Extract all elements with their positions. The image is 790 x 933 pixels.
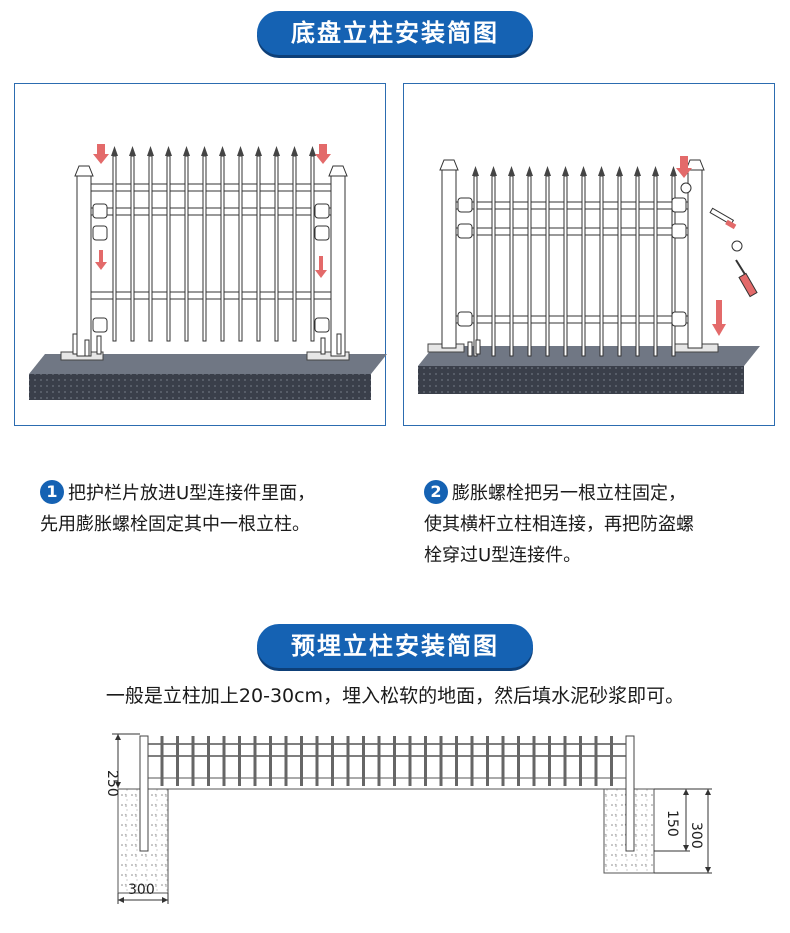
- section-title-embedded-install: 预埋立柱安装简图: [257, 624, 533, 668]
- section-title-base-install: 底盘立柱安装简图: [257, 11, 533, 55]
- foundation-depth-label: 300: [688, 822, 704, 849]
- step1-line2: 先用膨胀螺栓固定其中一根立柱。: [40, 514, 310, 535]
- embedded-install-description: 一般是立柱加上20-30cm，埋入松软的地面，然后填水泥砂浆即可。: [105, 685, 685, 707]
- step2-line3: 栓穿过U型连接件。: [424, 545, 582, 566]
- fence-illustration-step2: [418, 156, 760, 394]
- foundation-depth-dimension: 300: [654, 788, 712, 874]
- diagram-panel-step2: [403, 83, 775, 426]
- step2-line1: 膨胀螺栓把另一根立柱固定，: [452, 483, 686, 504]
- embed-depth-dimension: 150: [654, 788, 690, 852]
- foundation-width-dimension: 300: [117, 882, 169, 904]
- foundation-width-label: 300: [128, 882, 155, 898]
- step1-number-badge: 1: [40, 480, 64, 504]
- embed-depth-label: 150: [664, 810, 680, 837]
- embedded-post-drawing: 250 300 150 300: [104, 733, 712, 904]
- post-height-dimension: 250: [104, 733, 140, 797]
- step2-number-badge: 2: [424, 480, 448, 504]
- step1-line1: 把护栏片放进U型连接件里面，: [68, 483, 316, 504]
- post-height-label: 250: [104, 770, 120, 797]
- fence-illustration-step1: [29, 144, 387, 400]
- step2-line2: 使其横杆立柱相连接，再把防盗螺: [424, 514, 694, 535]
- diagram-panel-step1: [14, 83, 387, 426]
